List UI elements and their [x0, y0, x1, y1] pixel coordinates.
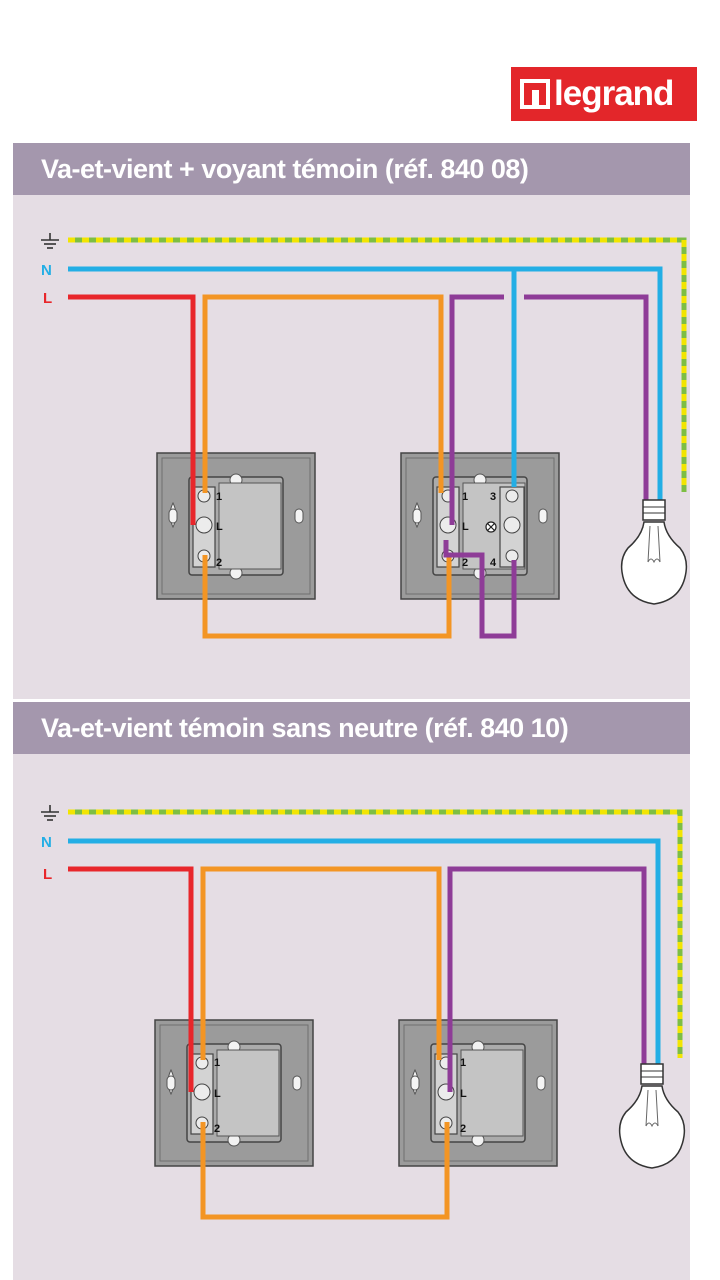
- diagram-panel-840-08: Va-et-vient + voyant témoin (réf. 840 08…: [13, 143, 690, 699]
- neutral-wire: [68, 838, 661, 1070]
- neutral-wire: [68, 266, 663, 505]
- terminal-label: L: [462, 521, 469, 533]
- terminal-label: 1: [462, 491, 468, 503]
- traveler-wire-2: [200, 1122, 450, 1220]
- traveler-wire-1: [202, 294, 444, 493]
- brand-name: legrand: [554, 74, 674, 113]
- live-wire: [68, 866, 194, 1092]
- earth-icon: [40, 804, 60, 821]
- terminal-label: 3: [490, 491, 496, 503]
- traveler-wire-2: [202, 555, 452, 639]
- legrand-logo: legrand: [511, 67, 697, 121]
- terminal-label: L: [460, 1088, 467, 1100]
- live-wire: [68, 294, 196, 525]
- return-wire: [447, 866, 647, 1092]
- terminal-label: L: [214, 1088, 221, 1100]
- neutral-label: N: [41, 262, 52, 279]
- terminal-label: 2: [460, 1123, 466, 1135]
- terminal-label: 1: [214, 1057, 220, 1069]
- switch-icon: [398, 1019, 558, 1167]
- earth-wire: [68, 809, 683, 1058]
- earth-wire: [68, 237, 687, 492]
- terminal-label: 4: [490, 557, 497, 569]
- terminal-label: 1: [460, 1057, 466, 1069]
- terminal-label: 2: [216, 557, 222, 569]
- lamp-icon: [620, 499, 688, 605]
- switch-icon: [154, 1019, 314, 1167]
- terminal-label: 2: [214, 1123, 220, 1135]
- earth-icon: [40, 232, 60, 249]
- return-wire: [449, 294, 504, 525]
- lamp-icon: [618, 1063, 686, 1169]
- diagram-title: Va-et-vient témoin sans neutre (réf. 840…: [13, 702, 690, 754]
- terminal-label: 1: [216, 491, 222, 503]
- diagram-2: N L 1 L 2 1 L 2: [40, 804, 686, 1220]
- indicator-icon: [485, 521, 497, 533]
- terminal-label: 2: [462, 557, 468, 569]
- live-label: L: [43, 290, 52, 307]
- return-wire-lamp: [524, 294, 649, 505]
- traveler-wire-1: [200, 866, 442, 1060]
- live-label: L: [43, 866, 52, 883]
- switch-icon: [156, 452, 316, 600]
- diagram-title: Va-et-vient + voyant témoin (réf. 840 08…: [13, 143, 690, 195]
- terminal-label: L: [216, 521, 223, 533]
- legrand-mark-icon: [520, 79, 550, 109]
- neutral-label: N: [41, 834, 52, 851]
- diagram-panel-840-10: Va-et-vient témoin sans neutre (réf. 840…: [13, 702, 690, 1280]
- diagram-1: N L 1 L 2 1 L 2 3 4: [40, 232, 688, 639]
- indicator-bridge-wire: [443, 540, 517, 639]
